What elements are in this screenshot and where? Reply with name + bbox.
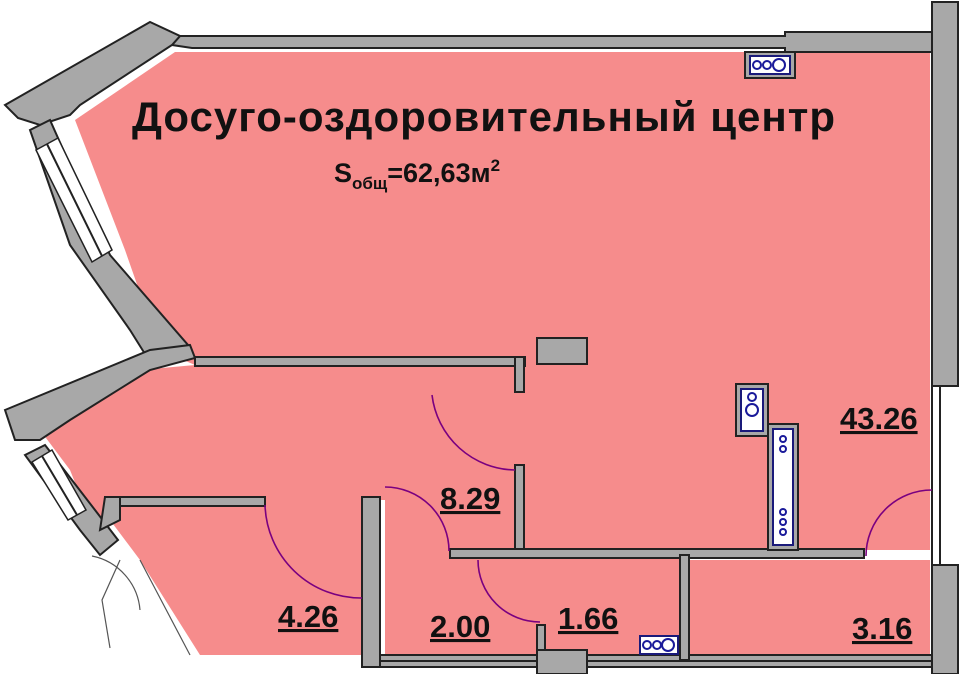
vent-duct-column bbox=[772, 428, 794, 546]
total-area-superscript: 2 bbox=[491, 156, 500, 175]
room-left-fill bbox=[110, 500, 370, 655]
total-area: Sобщ=62,63м2 bbox=[334, 156, 500, 193]
door-room-mid bbox=[384, 486, 450, 552]
wall-corridor-vertical bbox=[514, 464, 525, 556]
corridor-fill bbox=[40, 365, 520, 560]
room-right-fill bbox=[690, 560, 930, 655]
area-room-bath: 1.66 bbox=[558, 601, 618, 636]
door-corridor-hall bbox=[431, 394, 516, 471]
main-hall-fill bbox=[75, 52, 930, 550]
wall-left-top bbox=[3, 20, 182, 127]
area-corridor: 8.29 bbox=[440, 481, 500, 516]
windows bbox=[30, 136, 113, 522]
wall-horizontal-mid bbox=[449, 548, 865, 559]
total-area-value: =62,63м bbox=[387, 158, 490, 188]
total-area-prefix: S bbox=[334, 158, 352, 188]
wall-bath-right bbox=[679, 554, 690, 661]
wall-room-left-top bbox=[104, 496, 266, 507]
room-bath-fill bbox=[450, 555, 680, 655]
wall-hall-corridor bbox=[194, 356, 526, 367]
door-exterior bbox=[91, 555, 141, 611]
fixtures bbox=[639, 55, 794, 655]
area-room-left: 4.26 bbox=[278, 599, 338, 634]
wall-left-lower-top bbox=[3, 343, 197, 441]
wall-top bbox=[170, 31, 933, 53]
area-room-mid: 2.00 bbox=[430, 609, 490, 644]
door-bath bbox=[477, 559, 541, 623]
wall-shaft-block bbox=[536, 337, 588, 365]
wall-right-upper bbox=[931, 1, 959, 387]
wall-room-left-corner bbox=[98, 496, 121, 532]
room-fills bbox=[40, 52, 930, 655]
wall-hall-corridor-stub bbox=[514, 356, 525, 393]
door-room-right bbox=[865, 489, 933, 557]
door-room-left bbox=[264, 504, 363, 599]
wall-bottom-shaft bbox=[536, 649, 588, 674]
labels: Досуго-оздоровительный центр Sобщ=62,63м… bbox=[132, 93, 918, 646]
area-room-right: 3.16 bbox=[852, 611, 912, 646]
area-main-hall: 43.26 bbox=[840, 401, 918, 436]
outer-walls bbox=[3, 1, 959, 674]
wall-room-left-right bbox=[361, 496, 381, 668]
wall-right-lower bbox=[931, 564, 959, 674]
total-area-subscript: общ bbox=[352, 174, 388, 193]
doors bbox=[91, 394, 933, 656]
plan-title: Досуго-оздоровительный центр bbox=[132, 93, 836, 140]
